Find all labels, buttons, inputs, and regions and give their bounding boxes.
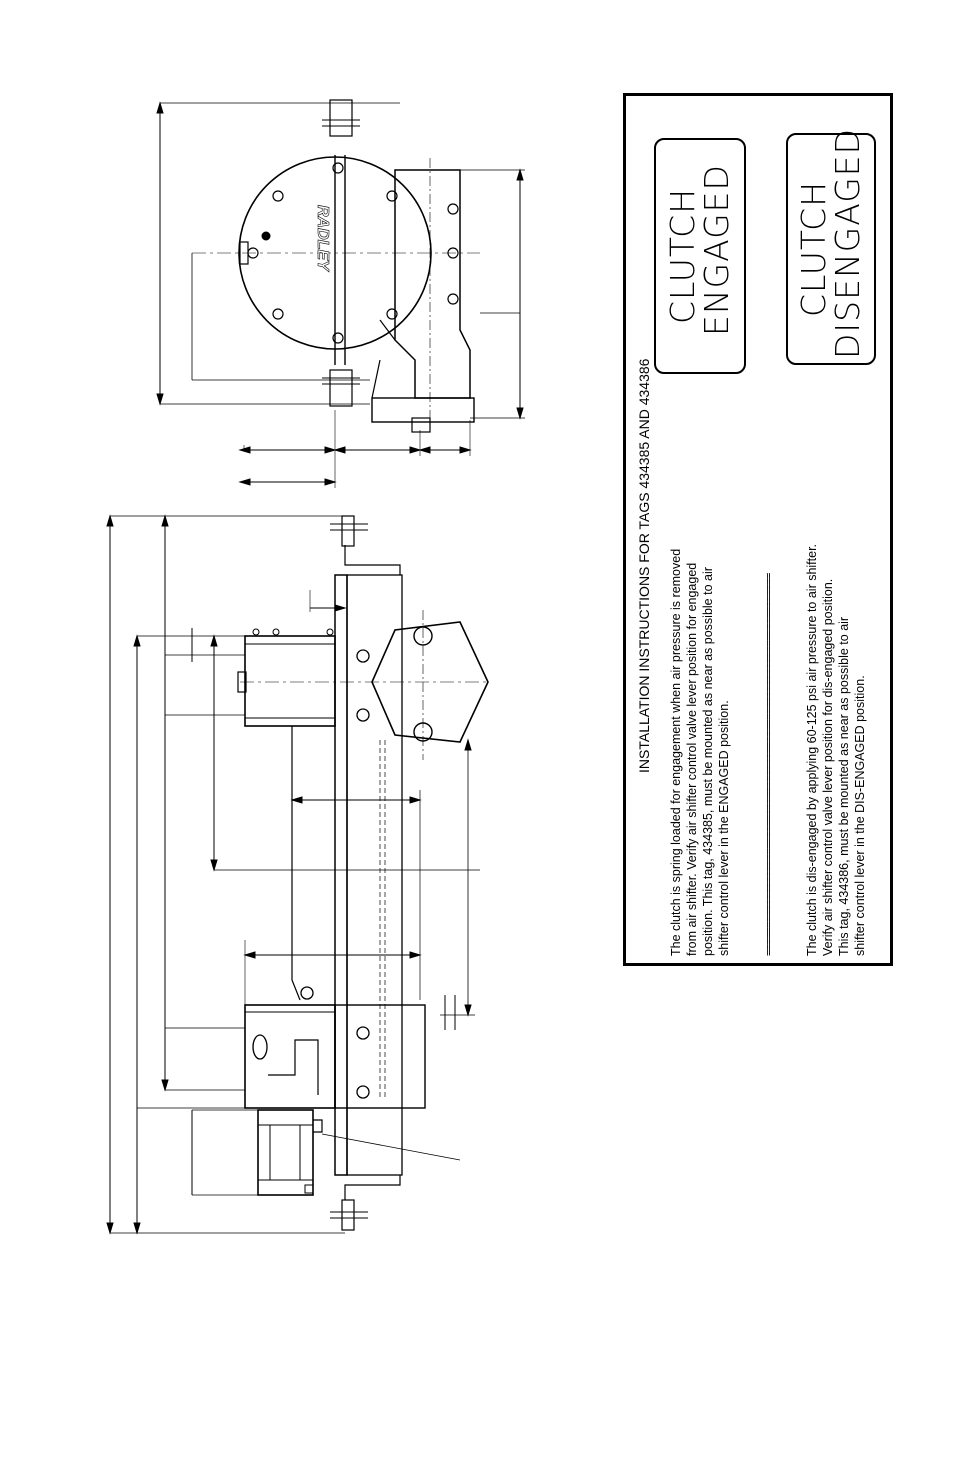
housing-brand-mark: RADLEY [314,205,331,272]
separator-line: ========================================… [762,573,775,956]
engaged-paragraph: The clutch is spring loaded for engageme… [668,549,732,956]
clutch-engaged-word-1: CLUTCH [663,187,702,325]
engaged-line-3: position. This tag, 434385, must be moun… [701,567,715,956]
engaged-line-4: shifter control lever in the ENGAGED pos… [717,700,731,956]
clutch-disengaged-tag: CLUTCH DISENGAGED [786,127,876,365]
clutch-disengaged-word-1: CLUTCH [794,180,833,318]
disengaged-line-4: shifter control lever in the DIS-ENGAGED… [853,675,867,956]
disengaged-line-3: This tag, 434386, must be mounted as nea… [837,616,851,956]
clutch-engaged-tag-text: CLUTCH ENGAGED [663,164,736,336]
disengaged-line-2: Verify air shifter control valve lever p… [821,578,835,956]
clutch-disengaged-tag-text: CLUTCH DISENGAGED [794,127,867,359]
disengaged-line-1: The clutch is dis-engaged by applying 60… [805,543,819,956]
clutch-disengaged-word-2: DISENGAGED [828,127,867,359]
clutch-engaged-word-2: ENGAGED [697,164,736,336]
engaged-line-2: from air shifter. Verify air shifter con… [685,562,699,956]
clutch-engaged-tag: CLUTCH ENGAGED [654,138,746,374]
disengaged-paragraph: The clutch is dis-engaged by applying 60… [804,544,868,956]
engaged-line-1: The clutch is spring loaded for engageme… [669,548,683,956]
installation-instructions-panel: INSTALLATION INSTRUCTIONS FOR TAGS 43438… [623,93,893,966]
instructions-title: INSTALLATION INSTRUCTIONS FOR TAGS 43438… [636,358,652,773]
end-view: RADLEY [156,99,525,488]
side-view [106,514,490,1235]
